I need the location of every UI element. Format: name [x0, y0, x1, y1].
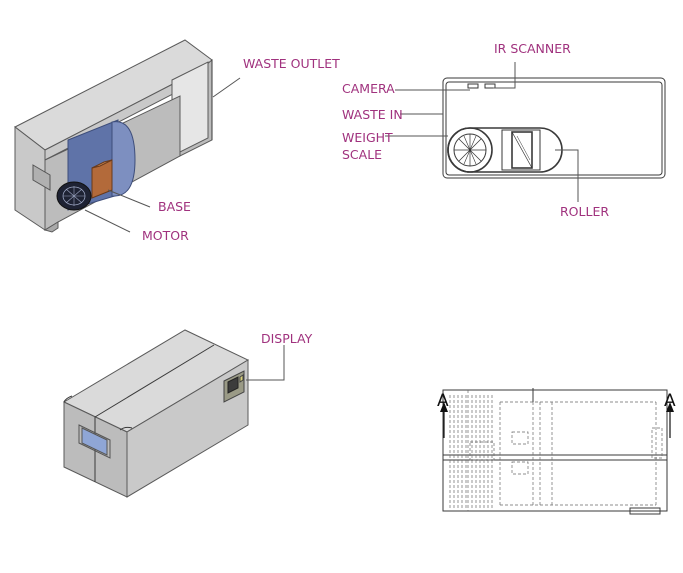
label-ir-scanner: IR SCANNER [494, 41, 571, 56]
section-label-left: A [437, 391, 449, 411]
label-camera: CAMERA [342, 81, 395, 96]
section-label-right: A [664, 391, 676, 411]
label-base: BASE [158, 199, 191, 214]
label-weight: WEIGHT [342, 130, 393, 145]
label-motor: MOTOR [142, 228, 189, 243]
motor-fan-icon [56, 181, 92, 211]
weight-scale-fan-icon [447, 127, 493, 173]
label-waste-in: WASTE IN [342, 107, 403, 122]
section-arrow-left-icon [440, 402, 448, 438]
section-arrow-right-icon [666, 402, 674, 438]
exterior-iso-view [62, 329, 285, 498]
motor-hidden-hatch [449, 395, 493, 508]
label-scale: SCALE [342, 147, 382, 162]
plan-view [385, 62, 666, 202]
label-display: DISPLAY [261, 331, 313, 346]
cutaway-iso-view [14, 39, 241, 233]
label-roller: ROLLER [560, 204, 609, 219]
display-panel-icon [223, 370, 245, 403]
label-waste-outlet: WASTE OUTLET [243, 56, 340, 71]
section-elevation-view [440, 388, 674, 515]
